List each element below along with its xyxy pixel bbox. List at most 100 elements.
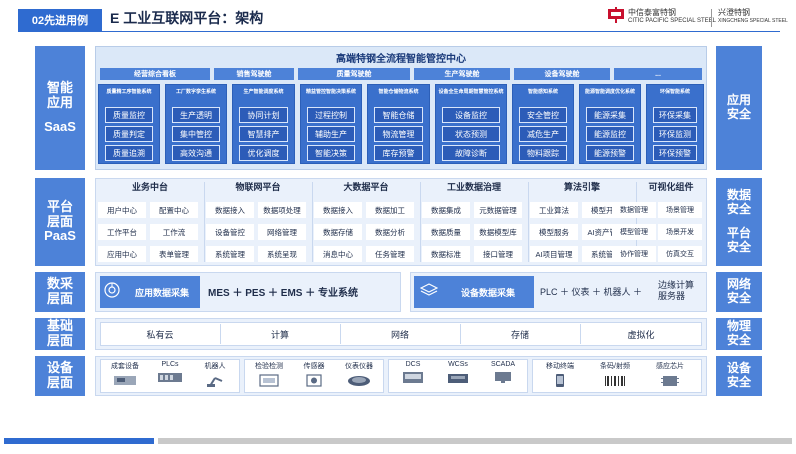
cabin-quality: 质量驾驶舱 — [298, 68, 410, 80]
edge-service-line: 边缘计算 — [658, 280, 695, 290]
device-label: 机器人 — [204, 363, 226, 370]
device-item: 传感器 — [289, 361, 339, 387]
label-line: 设备 — [726, 361, 751, 376]
saas-group-title: 环保智能系统 — [659, 89, 690, 95]
section-badge: 02先进用例 — [18, 9, 102, 31]
saas-item: 环保监测 — [653, 126, 697, 142]
device-data-label-text: 设备数据采集 — [460, 287, 515, 298]
infra-item: 网络 — [390, 329, 409, 340]
saas-item: 能源预警 — [586, 145, 634, 161]
saas-group-title: 工厂数字孪生系统 — [175, 89, 216, 95]
inspection-icon — [259, 374, 279, 387]
paas-item: 用户中心 — [98, 202, 146, 218]
device-item: 移动终端 — [535, 361, 585, 387]
saas-item: 生产透明 — [172, 107, 220, 123]
layer-label-device: 设备 层面 — [35, 356, 85, 396]
paas-item: 系统呈现 — [258, 246, 306, 262]
cabin-equipment: 设备驾驶舱 — [514, 68, 610, 80]
saas-item: 减危生产 — [519, 126, 567, 142]
label-line: 层面 — [46, 213, 73, 229]
saas-item: 故障诊断 — [442, 145, 500, 161]
dcs-icon — [403, 372, 423, 383]
device-label: 条码/射频 — [600, 363, 630, 370]
paas-column: 物联网平台 数据接入 数据项处理 设备管控 网络管理 系统管理 系统呈现 — [206, 180, 310, 264]
paas-item: 表单管理 — [150, 246, 198, 262]
mobile-icon — [556, 374, 564, 387]
device-item: 感应芯片 — [645, 361, 695, 387]
device-item: 条码/射频 — [590, 361, 640, 387]
scada-icon — [495, 372, 511, 383]
saas-group: 精益管控智能决策系统 过程控制 辅助生产 智能决策 — [300, 84, 362, 164]
column-divider — [636, 182, 637, 262]
cabin-more: ... — [614, 68, 702, 80]
saas-group-title: 生产智能调度系统 — [243, 89, 284, 95]
saas-group: 能源智能调度优化系统 能源采集 能源监控 能源预警 — [579, 84, 641, 164]
paas-item: 接口管理 — [474, 246, 522, 262]
saas-item: 物流管理 — [374, 126, 423, 142]
security-label-network: 网络 安全 — [716, 272, 762, 312]
device-group — [244, 359, 384, 393]
paas-item: 仿真交互 — [658, 246, 702, 262]
label-line: 网络 — [726, 277, 751, 292]
label-line: 设备 — [46, 360, 73, 376]
saas-item: 状态预测 — [442, 126, 500, 142]
paas-item: 数据标准 — [422, 246, 470, 262]
paas-column: 工业数据治理 数据集成 元数据管理 数据质量 数据模型库 数据标准 接口管理 — [422, 180, 526, 264]
infra-divider — [220, 324, 221, 344]
logo-separator — [711, 9, 712, 27]
cabin-sales: 销售驾驶舱 — [214, 68, 294, 80]
device-item: DCS — [388, 361, 438, 384]
saas-item: 设备监控 — [442, 107, 500, 123]
saas-item: 智能仓储 — [374, 107, 423, 123]
paas-item: 数据集成 — [422, 202, 470, 218]
device-label: 移动终端 — [546, 363, 574, 370]
label-line: 数采 — [46, 276, 73, 292]
paas-item: 工作平台 — [98, 224, 146, 240]
device-label: 检验检测 — [255, 363, 283, 370]
device-item: WCSs — [433, 361, 483, 384]
saas-group-title: 精益管控智能决策系统 — [305, 89, 356, 95]
device-item: 仪表仪器 — [334, 361, 384, 387]
device-label: 感应芯片 — [656, 363, 684, 370]
saas-group: 质量精工序智能系统 质量监控 质量判定 质量追溯 — [98, 84, 160, 164]
paas-item: 网络管理 — [258, 224, 306, 240]
machine-icon — [114, 376, 136, 385]
paas-item: 数据模型库 — [474, 224, 522, 240]
label-line: 数据 — [726, 188, 751, 203]
security-label-app: 应用 安全 — [716, 46, 762, 170]
device-label: SCADA — [490, 361, 516, 368]
layer-label-infra: 基础 层面 — [35, 318, 85, 350]
paas-item: 系统管理 — [206, 246, 254, 262]
label-line: 物理 — [726, 319, 751, 334]
infra-strip — [100, 322, 702, 346]
saas-title: 高端特钢全流程智能管控中心 — [336, 54, 466, 65]
saas-group: 工厂数字孪生系统 生产透明 集中管控 高效沟通 — [165, 84, 227, 164]
label-line: 安全 — [726, 107, 751, 121]
meter-icon — [348, 376, 370, 386]
paas-column-title: 物联网平台 — [235, 182, 281, 192]
saas-group: 生产智能调度系统 协同计划 智慧排产 优化调度 — [232, 84, 295, 164]
paas-item: 数据接入 — [206, 202, 254, 218]
footer-bar-accent — [4, 438, 154, 444]
device-item: PLCs — [145, 361, 195, 384]
device-item: 检验检测 — [244, 361, 294, 387]
paas-item: 设备管控 — [206, 224, 254, 240]
footer-bar — [158, 438, 792, 444]
device-label: 仪表仪器 — [345, 363, 373, 370]
label-line: 层面 — [46, 291, 73, 306]
paas-item: 数据管理 — [612, 202, 656, 218]
logo1-cn: 中信泰富特钢 — [628, 8, 676, 17]
saas-item: 环保采集 — [653, 107, 697, 123]
paas-item: 数据接入 — [314, 202, 362, 218]
saas-item: 质量判定 — [105, 126, 153, 142]
label-line: 平台 — [726, 226, 751, 240]
paas-item: 模型管理 — [612, 224, 656, 240]
edge-service: 边缘计算 服务器 — [658, 280, 694, 302]
paas-item: 数据存储 — [314, 224, 362, 240]
saas-group-title: 智能仓储物流系统 — [378, 89, 419, 95]
label-line: 安全 — [726, 375, 751, 389]
device-label: WCSs — [448, 361, 468, 368]
infra-item: 计算 — [270, 329, 289, 340]
paas-item: 数据加工 — [366, 202, 414, 218]
device-label: PLCs — [161, 361, 179, 368]
